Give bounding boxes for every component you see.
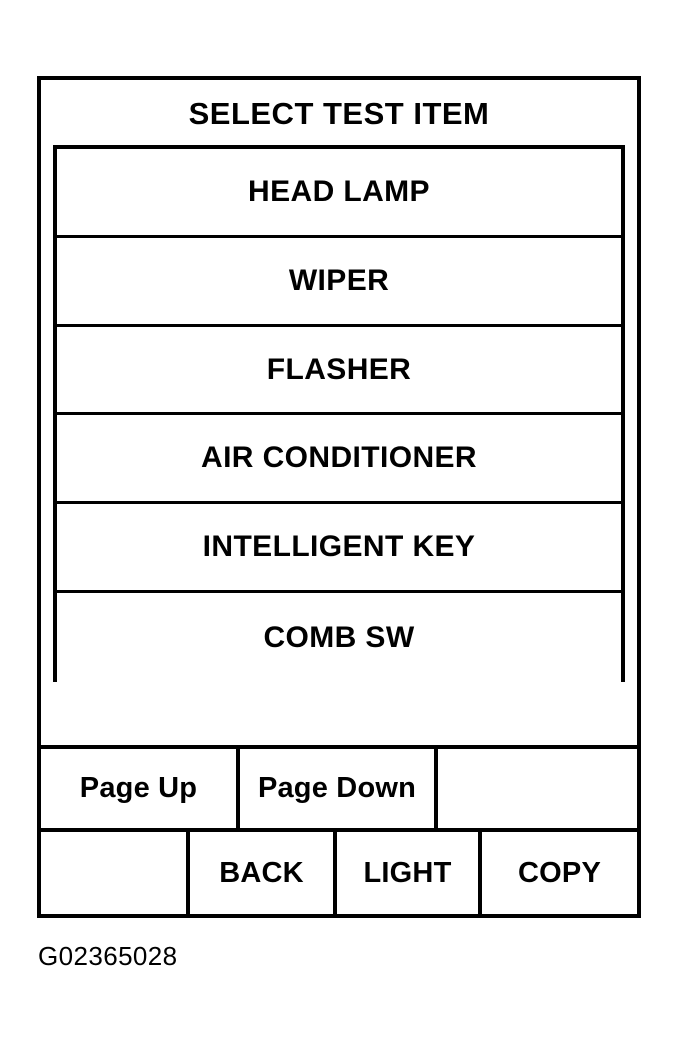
light-label: LIGHT [363, 856, 452, 889]
page-down-label: Page Down [257, 772, 417, 804]
softkey-row-top: Page Up Page Down [41, 745, 637, 828]
list-item-intelligent-key[interactable]: INTELLIGENT KEY [57, 504, 621, 594]
page-down-button[interactable]: Page Down [240, 749, 438, 828]
list-item-label: COMB SW [263, 620, 415, 654]
list-item-wiper[interactable]: WIPER [57, 237, 621, 327]
back-label: BACK [219, 856, 304, 889]
back-button[interactable]: BACK [190, 832, 337, 914]
list-item-head-lamp[interactable]: HEAD LAMP [57, 149, 621, 238]
list-item-label: FLASHER [266, 352, 412, 386]
softkey-empty-bottom-left[interactable] [41, 832, 190, 914]
page-up-label: Page Up [79, 772, 198, 804]
list-item-comb-sw[interactable]: COMB SW [57, 593, 621, 682]
softkey-empty-top-right[interactable] [438, 749, 637, 828]
list-item-label: WIPER [288, 263, 390, 297]
scan-tool-screen-frame: SELECT TEST ITEM HEAD LAMP WIPER FLASHER… [37, 76, 641, 918]
page-title: SELECT TEST ITEM [188, 96, 490, 131]
copy-label: COPY [518, 856, 601, 889]
page-up-button[interactable]: Page Up [41, 749, 240, 828]
softkey-row-bottom: BACK LIGHT COPY [41, 828, 637, 914]
figure-caption: G02365028 [38, 941, 178, 971]
copy-button[interactable]: COPY [482, 832, 637, 914]
list-item-label: INTELLIGENT KEY [202, 530, 476, 564]
test-item-list: HEAD LAMP WIPER FLASHER AIR CONDITIONER … [53, 145, 625, 682]
list-item-label: AIR CONDITIONER [201, 441, 477, 475]
list-item-flasher[interactable]: FLASHER [57, 326, 621, 416]
light-button[interactable]: LIGHT [337, 832, 482, 914]
softkey-area: Page Up Page Down BACK LIGHT COPY [41, 745, 637, 914]
list-item-air-conditioner[interactable]: AIR CONDITIONER [57, 415, 621, 505]
list-item-label: HEAD LAMP [248, 174, 430, 208]
